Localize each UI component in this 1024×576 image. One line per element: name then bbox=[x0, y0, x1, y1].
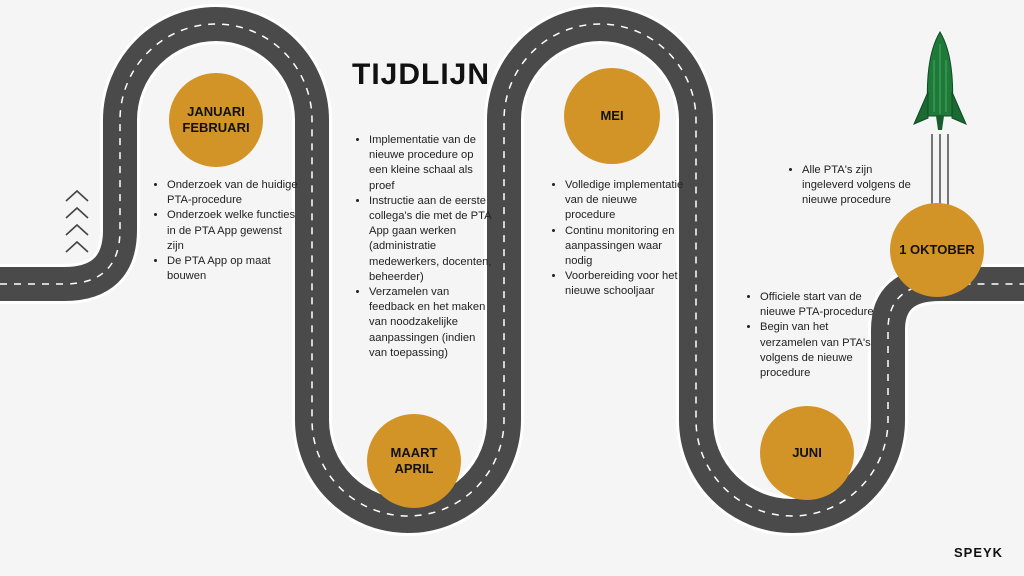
milestone-mei: MEI bbox=[564, 68, 660, 164]
list-item: Implementatie van de nieuwe procedure op… bbox=[369, 133, 494, 194]
list-item: Continu monitoring en aanpassingen waar … bbox=[565, 224, 690, 270]
milestone-juni: JUNI bbox=[760, 406, 854, 500]
list-item: Alle PTA's zijn ingeleverd volgens de ni… bbox=[802, 163, 923, 209]
milestone-label: 1 OKTOBER bbox=[899, 242, 975, 257]
list-item: Volledige implementatie van de nieuwe pr… bbox=[565, 178, 690, 224]
milestone-label: JUNI bbox=[792, 445, 822, 460]
list-item: De PTA App op maat bouwen bbox=[167, 254, 300, 284]
section-maart-april: Implementatie van de nieuwe procedure op… bbox=[354, 133, 494, 361]
list-item: Officiele start van de nieuwe PTA-proced… bbox=[760, 290, 881, 320]
rocket-icon bbox=[913, 31, 967, 216]
section-januari-februari: Onderzoek van de huidige PTA-procedure O… bbox=[152, 178, 300, 284]
list-item: Onderzoek van de huidige PTA-procedure bbox=[167, 178, 300, 208]
milestone-label: JANUARI bbox=[187, 104, 245, 119]
milestone-label: MAART bbox=[390, 445, 438, 460]
section-mei: Volledige implementatie van de nieuwe pr… bbox=[550, 178, 690, 300]
milestone-1-oktober: 1 OKTOBER bbox=[890, 203, 984, 297]
chevron-up-icon bbox=[65, 189, 89, 253]
list-item: Begin van het verzamelen van PTA's volge… bbox=[760, 320, 881, 381]
list-item: Instructie aan de eerste collega's die m… bbox=[369, 194, 494, 285]
brand-logo: SPEYK bbox=[954, 545, 1004, 560]
page-title: TIJDLIJN bbox=[352, 58, 491, 91]
milestone-label: MEI bbox=[600, 108, 624, 123]
list-item: Verzamelen van feedback en het maken van… bbox=[369, 285, 494, 361]
list-item: Voorbereiding voor het nieuwe schooljaar bbox=[565, 269, 690, 299]
section-juni: Officiele start van de nieuwe PTA-proced… bbox=[745, 290, 881, 381]
list-item: Onderzoek welke functies in de PTA App g… bbox=[167, 208, 300, 254]
milestone-label: FEBRUARI bbox=[182, 120, 250, 135]
milestone-label: APRIL bbox=[394, 461, 434, 476]
section-1-oktober: Alle PTA's zijn ingeleverd volgens de ni… bbox=[787, 163, 923, 209]
